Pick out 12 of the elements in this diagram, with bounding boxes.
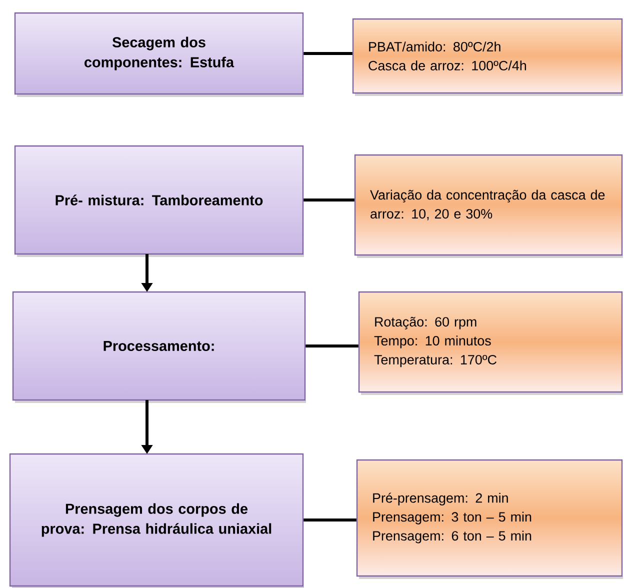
connector-line [304, 518, 356, 522]
note-box: Rotação: 60 rpm Tempo: 10 minutos Temperatura: 170ºC [358, 291, 623, 393]
note-box: Variação da concentração da casca de arroz: 10, 20 e 30% [354, 154, 623, 256]
step-box: Pré- mistura: Tamboreamento [14, 145, 304, 255]
connector-line [304, 52, 352, 55]
note-box: Pré-prensagem: 2 min Prensagem: 3 ton – 5 min Prensagem: 6 ton – 5 min [356, 459, 623, 577]
note-box: PBAT/amido: 80ºC/2h Casca de arroz: 100ºC/4h [352, 18, 623, 94]
connector-line [306, 344, 358, 348]
step-box: Prensagem dos corpos de prova: Prensa hidráulica uniaxial [9, 453, 304, 587]
step-box: Processamento: [12, 291, 306, 401]
connector-line [304, 198, 354, 202]
step-box: Secagem dos componentes: Estufa [14, 12, 304, 95]
